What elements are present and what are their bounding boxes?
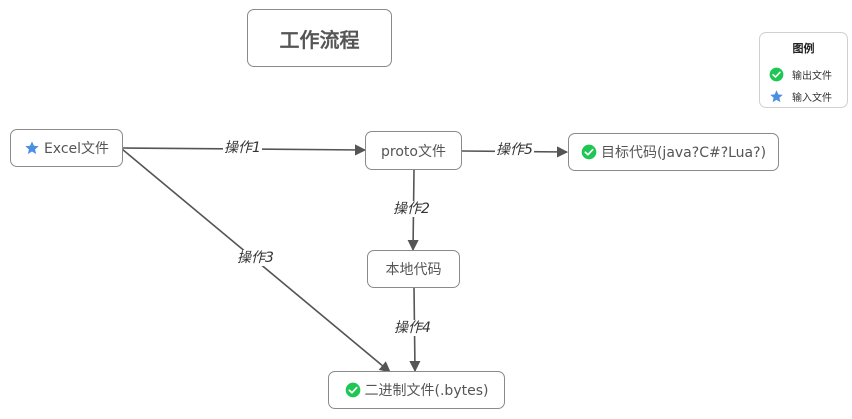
edge-label-op1: 操作1 xyxy=(223,140,262,156)
edge-label-op3: 操作3 xyxy=(236,250,275,266)
node-binary-file-label: 二进制文件(.bytes) xyxy=(364,383,489,399)
legend-title: 图例 xyxy=(792,42,815,55)
node-target-code-label: 目标代码(java?C#?Lua?) xyxy=(600,145,767,161)
diagram-title: 工作流程 xyxy=(247,9,392,67)
legend-item-output: 输出文件 xyxy=(769,67,832,82)
check-circle-icon xyxy=(345,382,361,398)
node-local-code-label: 本地代码 xyxy=(385,262,442,278)
check-circle-icon xyxy=(581,144,597,160)
diagram-title-text: 工作流程 xyxy=(279,27,360,52)
edge-label-op5: 操作5 xyxy=(495,142,534,158)
node-target-code[interactable]: 目标代码(java?C#?Lua?) xyxy=(568,133,779,171)
legend-item-output-label: 输出文件 xyxy=(792,71,832,82)
node-excel-file-label: Excel文件 xyxy=(43,141,110,157)
star-icon xyxy=(24,140,40,156)
node-excel-file[interactable]: Excel文件 xyxy=(10,129,123,167)
legend-item-input-label: 输入文件 xyxy=(792,93,832,104)
node-proto-file[interactable]: proto文件 xyxy=(365,131,462,170)
star-icon xyxy=(769,89,784,104)
legend-item-input: 输入文件 xyxy=(769,89,832,104)
edge-label-op4: 操作4 xyxy=(393,320,432,336)
node-proto-file-label: proto文件 xyxy=(381,143,446,160)
check-circle-icon xyxy=(769,67,784,82)
edge-label-op2: 操作2 xyxy=(392,201,431,217)
node-binary-file[interactable]: 二进制文件(.bytes) xyxy=(328,371,505,409)
node-local-code[interactable]: 本地代码 xyxy=(367,250,460,288)
legend: 图例 输出文件 输入文件 xyxy=(759,32,848,108)
